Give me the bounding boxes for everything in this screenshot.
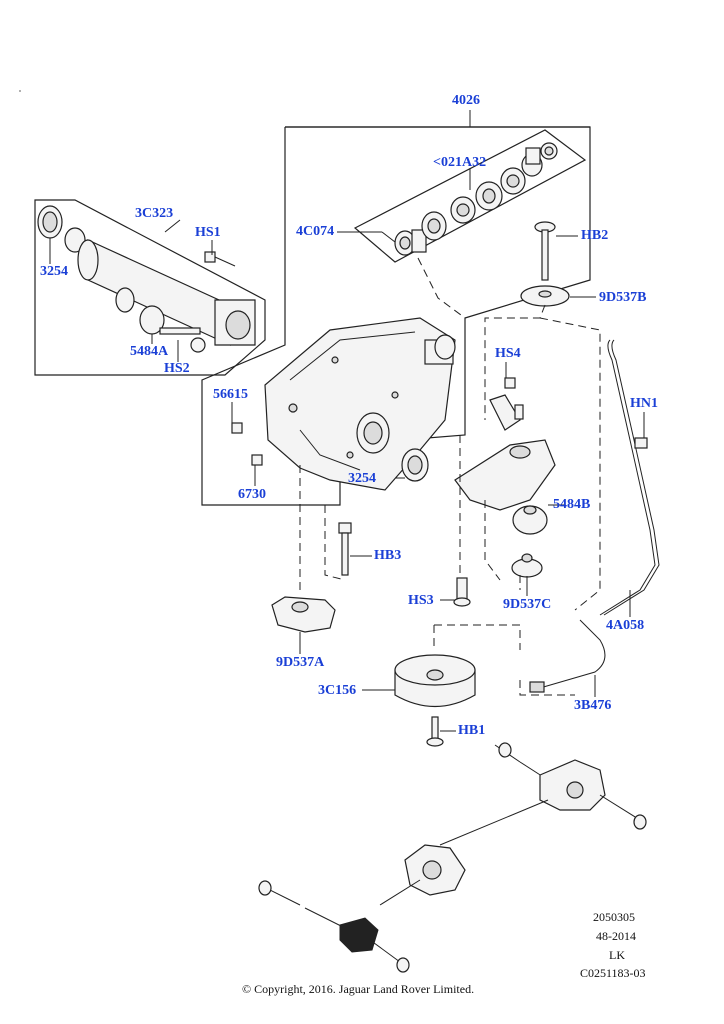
callout-hs2: HS2 [164, 361, 190, 376]
copyright-notice: © Copyright, 2016. Jaguar Land Rover Lim… [242, 982, 475, 996]
callout-hn1: HN1 [630, 396, 658, 411]
callout-hb1: HB1 [458, 723, 486, 738]
plug-6730 [251, 454, 263, 466]
registration-mark [19, 90, 21, 92]
callout-6730: 6730 [238, 487, 266, 502]
callout-hb3: HB3 [374, 548, 402, 563]
bolt-hb2 [534, 221, 556, 281]
callout-hs4: HS4 [495, 346, 521, 361]
callout-3c323: 3C323 [135, 206, 174, 221]
callout-9d537a: 9D537A [276, 655, 325, 670]
callout-hs3: HS3 [408, 593, 434, 608]
leader-lines [49, 168, 645, 732]
bearing-set-4c074 [394, 142, 558, 256]
alignment-lines [299, 257, 601, 696]
callout-56615: 56615 [213, 387, 248, 402]
breather-hose-3b476 [529, 619, 606, 693]
callout-4026: 4026 [452, 93, 480, 108]
callout-5484a: 5484A [130, 344, 169, 359]
damper-3c156 [394, 654, 476, 708]
callout-4a058: 4A058 [606, 618, 645, 633]
insulator-9d537c [511, 553, 543, 578]
bolt-hs3 [453, 577, 471, 607]
callout-3254-center: 3254 [348, 471, 376, 486]
callout-9d537c: 9D537C [503, 597, 552, 612]
group-box-3c323 [34, 199, 266, 376]
breather-tube-4a058 [599, 339, 660, 616]
mounting-bracket [454, 394, 556, 511]
meta-drawing: C0251183-03 [580, 966, 646, 980]
seal-3254-center [401, 448, 429, 482]
group-box-4c074 [353, 129, 587, 263]
callout-5484b: 5484B [553, 497, 591, 512]
callout-3c156: 3C156 [318, 683, 357, 698]
meta-ref: 2050305 [593, 910, 635, 924]
callout-3b476: 3B476 [574, 698, 612, 713]
mount-9d537a [271, 596, 336, 633]
callout-9d537b: 9D537B [599, 290, 647, 305]
bolt-hb3 [338, 522, 352, 576]
bolt-hb1 [426, 716, 444, 747]
bolt-hs1 [204, 251, 236, 267]
bolt-hs4 [504, 377, 524, 420]
meta-code: LK [609, 948, 625, 962]
callout-hb2: HB2 [581, 228, 609, 243]
callout-3254-left: 3254 [40, 264, 68, 279]
insulator-9d537b [520, 285, 570, 307]
bushing-5484b [512, 505, 548, 535]
plug-56615 [231, 422, 243, 434]
callout-021a32: <021A32 [433, 155, 487, 170]
callout-4c074: 4C074 [296, 224, 335, 239]
callout-hs1: HS1 [195, 225, 221, 240]
meta-date: 48-2014 [596, 929, 636, 943]
driveline-overview [258, 742, 647, 973]
transfer-case-housing [264, 317, 456, 491]
extension-tube-3c323 [37, 205, 256, 353]
